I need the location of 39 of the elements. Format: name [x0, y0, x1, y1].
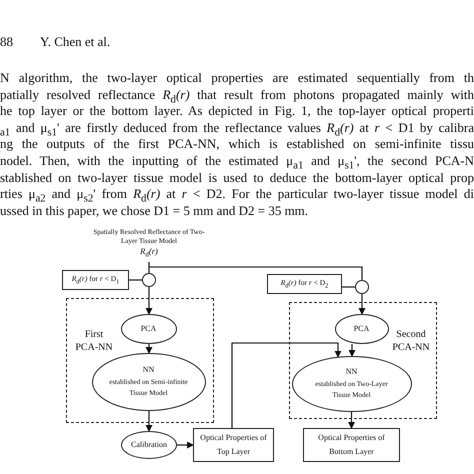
circle-node [355, 280, 369, 294]
circle-node [142, 273, 156, 287]
node-heading: NN [142, 364, 154, 376]
arrow [348, 412, 355, 429]
arrow [358, 294, 366, 315]
arrow [348, 344, 356, 357]
arrow [231, 342, 342, 428]
group-label: Second PCA-NN [391, 329, 431, 354]
group-label: First PCA-NN [74, 329, 114, 354]
node-heading: NN [346, 366, 358, 378]
page-number: 88 [0, 34, 13, 50]
node-label: PCA [140, 324, 156, 334]
body-text-line: $_{a1}$ and μ$_{s1}$' are firstly deduced from the reflectance values R$_{d}$(r) at r < D1 by calibra [0, 120, 474, 138]
process-box [267, 274, 342, 294]
arrow [146, 287, 152, 315]
arrow [146, 344, 152, 354]
connector-line [148, 262, 363, 280]
group-box [66, 298, 214, 423]
connector-line [129, 279, 142, 281]
process-ellipse [121, 431, 177, 459]
process-ellipse [120, 314, 176, 344]
node-label: Calibration [131, 440, 167, 450]
body-text-line: he top layer or the bottom layer. As depicted in Fig. 1, the top-layer optical properti [0, 103, 474, 120]
connector-line [342, 286, 355, 288]
node-label: PCA [354, 324, 370, 334]
running-header: Y. Chen et al. [40, 34, 110, 50]
arrow [177, 442, 194, 448]
process-box [62, 270, 129, 290]
body-text-line: patially resolved reflectance R$_{d}$(r) that result from photons propagated mainly with [0, 86, 474, 106]
group-box [289, 302, 437, 419]
node-label: Optical Properties of Bottom Layer [317, 432, 386, 458]
signal-label: R$_{d}$(r) [140, 246, 158, 260]
process-box [303, 428, 400, 462]
node-label: Optical Properties of Top Layer [199, 432, 268, 458]
body-text-line: N algorithm, the two-layer optical properties are estimated sequentially from th [0, 70, 474, 86]
arrow [146, 411, 152, 432]
process-ellipse [334, 314, 388, 344]
body-text-line: ng the outputs of the first PCA-NN, which is established on semi-infinite tissu [0, 136, 474, 152]
process-box [193, 428, 274, 462]
